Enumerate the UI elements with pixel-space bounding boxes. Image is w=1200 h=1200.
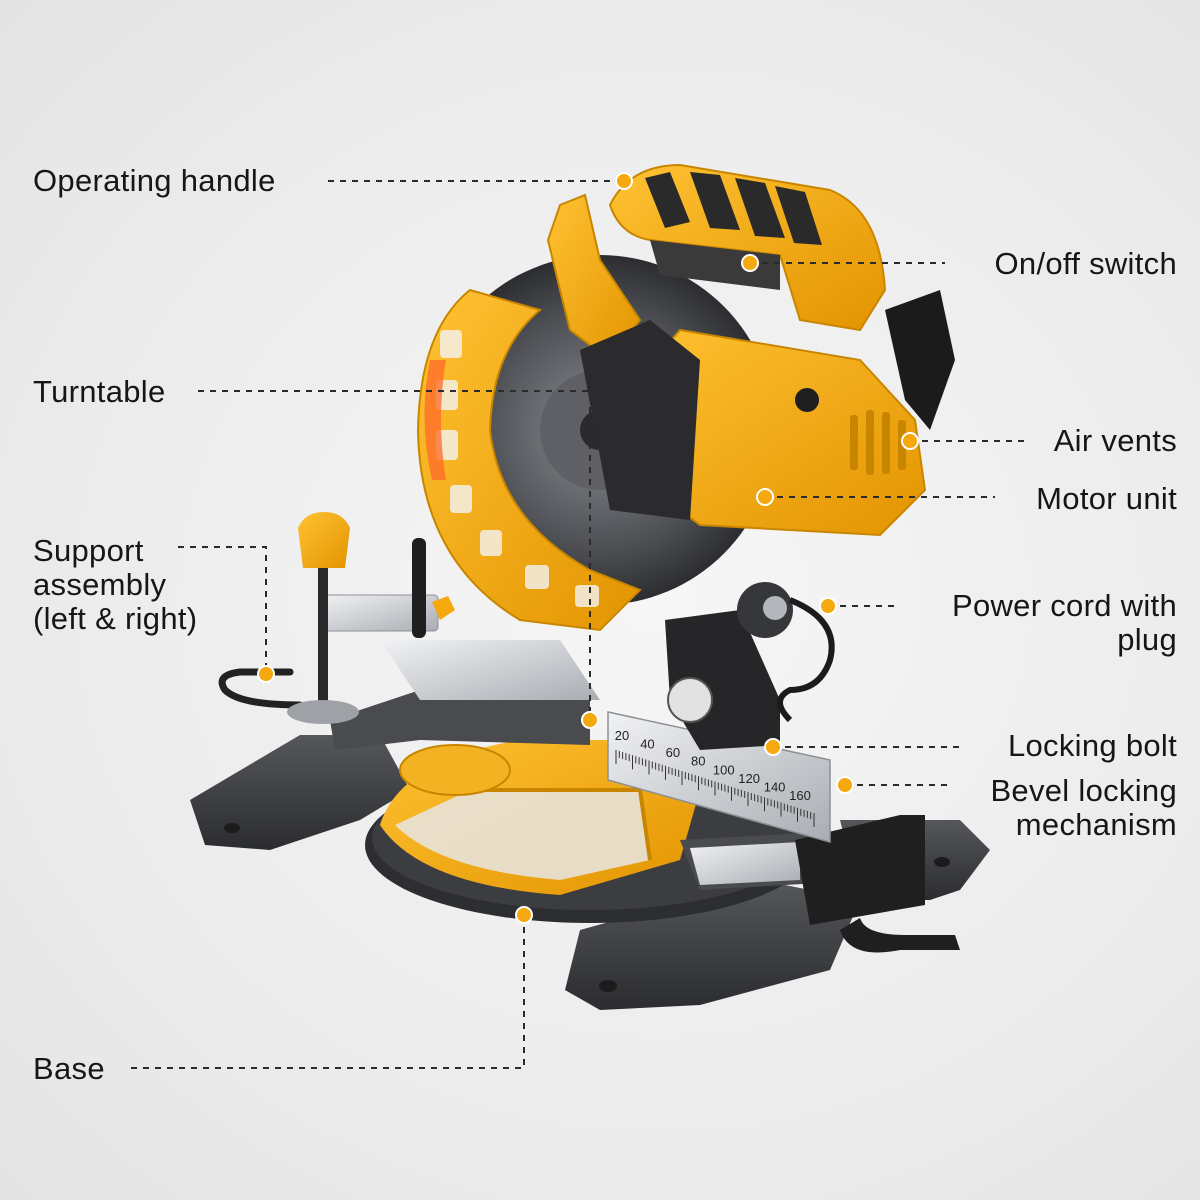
- fence-left: [330, 690, 590, 750]
- dot-power-cord: [819, 597, 837, 615]
- scale-tick-label: 40: [640, 737, 654, 752]
- label-on-off-switch: On/off switch: [994, 246, 1177, 281]
- label-bevel-locking-line-1: Bevel locking: [990, 773, 1177, 808]
- dot-operating-handle: [615, 172, 633, 190]
- scale-tick-marks: [615, 750, 815, 827]
- label-support-assembly-line-1: Support: [33, 533, 144, 568]
- dot-base: [515, 906, 533, 924]
- dot-bevel-locking: [836, 776, 854, 794]
- right-clamp: [795, 815, 925, 925]
- label-motor-unit: Motor unit: [1036, 481, 1177, 516]
- callout-leaders: [128, 180, 1025, 1069]
- label-power-cord-line-2: plug: [1117, 622, 1177, 657]
- callout-dots: [257, 172, 919, 924]
- dot-air-vents: [901, 432, 919, 450]
- left-wire-handle: [218, 668, 304, 709]
- dot-support-assembly: [257, 665, 275, 683]
- label-bevel-locking-line-2: mechanism: [1015, 807, 1177, 842]
- dot-motor-unit: [756, 488, 774, 506]
- hold-down-clamp: [287, 512, 455, 724]
- label-operating-handle: Operating handle: [33, 163, 276, 198]
- scale-tick-label: 80: [691, 754, 705, 769]
- blade-guard-group: [416, 193, 642, 632]
- scale-tick-label: 60: [666, 745, 680, 760]
- label-power-cord-line-1: Power cord with: [951, 588, 1177, 623]
- dust-bag: [885, 290, 955, 430]
- label-locking-bolt: Locking bolt: [1007, 728, 1177, 763]
- dot-turntable: [581, 711, 599, 729]
- label-bevel-locking: Bevel locking mechanism: [990, 774, 1177, 842]
- label-turntable: Turntable: [33, 374, 166, 409]
- scale-tick-label: 120: [738, 771, 760, 786]
- scale-tick-label: 100: [713, 762, 735, 777]
- dot-locking-bolt: [764, 738, 782, 756]
- air-vent-grille: [850, 410, 906, 475]
- scale-tick-label: 20: [615, 728, 629, 743]
- label-support-assembly-line-3: (left & right): [33, 601, 198, 636]
- label-air-vents: Air vents: [1053, 423, 1177, 458]
- base-left-foot: [190, 735, 410, 850]
- handle-group: [608, 163, 887, 332]
- column-group: [665, 582, 835, 750]
- dot-on-off-switch: [741, 254, 759, 272]
- label-support-assembly: Support assembly (left & right): [33, 534, 197, 636]
- scale-tick-label: 140: [764, 779, 786, 794]
- label-support-assembly-line-2: assembly: [33, 567, 167, 602]
- motor-group: [580, 290, 955, 537]
- label-base: Base: [33, 1051, 105, 1086]
- label-power-cord: Power cord with plug: [952, 589, 1177, 657]
- blade-guard: [416, 288, 642, 632]
- power-cord: [777, 597, 835, 723]
- base-front-foot: [565, 880, 860, 1010]
- scale-tick-label: 160: [789, 788, 811, 803]
